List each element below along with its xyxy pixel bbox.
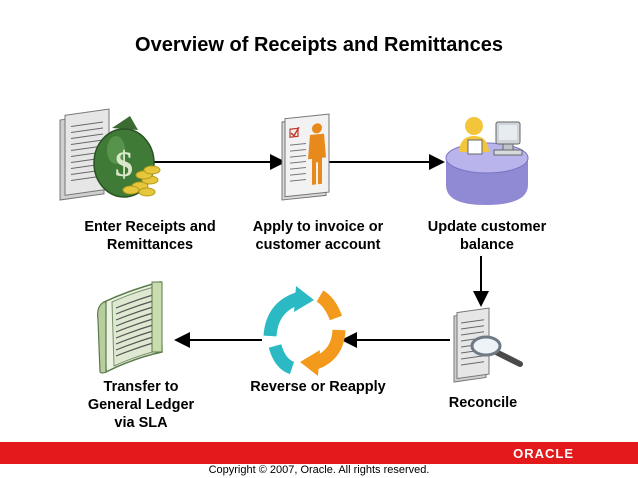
svg-text:$: $ [115, 144, 133, 184]
copyright-text: Copyright © 2007, Oracle. All rights res… [0, 464, 638, 476]
oracle-logo: ORACLE [513, 446, 574, 461]
step-label-reverse: Reverse or Reapply [236, 378, 400, 396]
document-money-bag-icon: $ [60, 109, 160, 200]
cycle-arrows-icon [270, 286, 339, 376]
step-label-update-balance: Update customer balance [412, 218, 562, 254]
step-label-enter-receipts: Enter Receipts and Remittances [72, 218, 228, 254]
ledger-book-icon [98, 282, 162, 373]
invoice-person-icon [282, 114, 329, 200]
step-label-reconcile: Reconcile [428, 394, 538, 412]
step-label-apply: Apply to invoice or customer account [238, 218, 398, 254]
document-magnifier-icon [454, 308, 520, 382]
step-label-transfer: Transfer to General Ledger via SLA [80, 378, 202, 432]
user-computer-desk-icon [446, 117, 528, 205]
footer-bar: ORACLE [0, 442, 638, 464]
